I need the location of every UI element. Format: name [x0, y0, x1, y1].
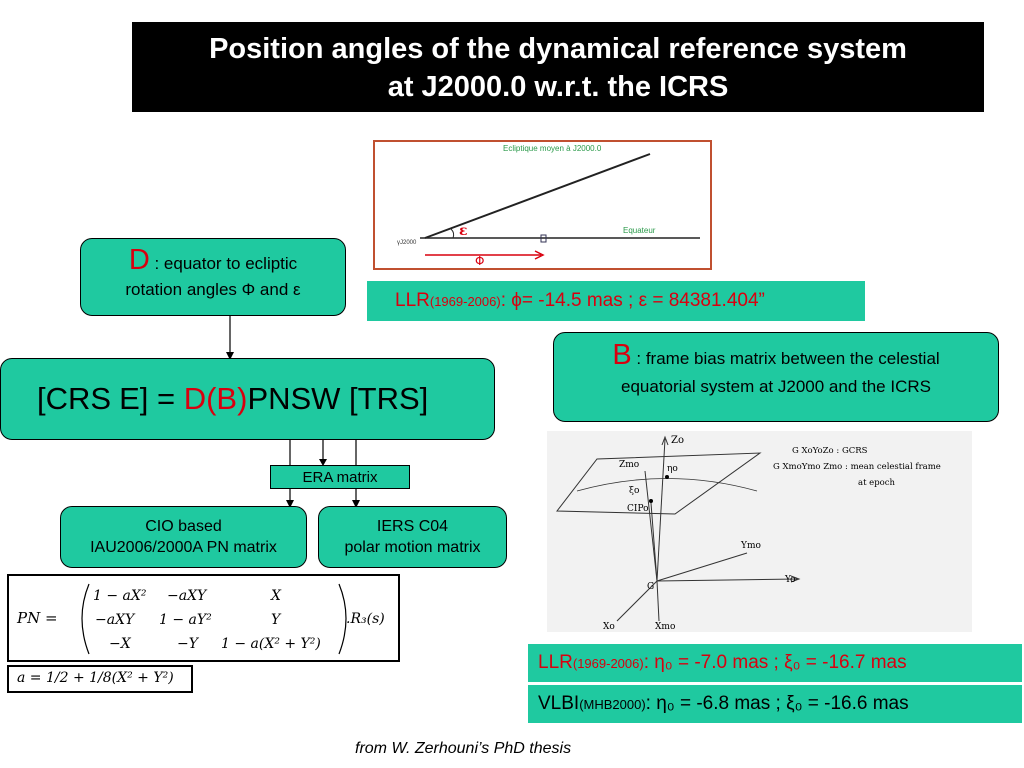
phi-arrowhead	[534, 250, 545, 260]
matrix-right-paren	[338, 583, 347, 655]
eq-gap: E] =	[119, 381, 176, 416]
xo-axis	[616, 580, 658, 622]
tilted-plane	[556, 452, 762, 515]
pn-matrix-svg: PN = 1 − aX² −aXY X −aXY 1 − aY² Y −X −Y…	[16, 583, 385, 655]
d-matrix-box: D : equator to ecliptic rotation angles …	[80, 238, 346, 316]
b-line-1: B : frame bias matrix between the celest…	[554, 341, 998, 373]
zmo-label: Zmo	[619, 460, 639, 470]
cip-point	[649, 499, 653, 503]
vlbi-text: : η₀ = -6.8 mas ; ξ₀ = -16.6 mas	[645, 693, 909, 714]
ymo-label: Ymo	[740, 541, 761, 551]
llr-prefix: LLR	[395, 290, 430, 311]
epsilon-arc	[450, 228, 455, 239]
vernal-label: γJ2000	[397, 240, 417, 246]
g-label: G	[647, 582, 654, 592]
d-line-1: D : equator to ecliptic	[81, 244, 345, 277]
era-matrix-label: ERA matrix	[270, 465, 410, 489]
yo-arrowhead	[790, 575, 801, 583]
a-formula: a = 1/2 + 1/8(X² + Y²)	[7, 665, 193, 693]
iers-line-1: IERS C04	[376, 518, 449, 535]
legend-gcrs: G XoYoZo : GCRS	[792, 446, 868, 456]
eq-left: [CRS	[37, 381, 112, 416]
m-r1c3: X	[270, 588, 282, 604]
ecliptic-diagram: Ecliptique moyen à J2000.0 Equateur γJ20…	[397, 144, 700, 268]
yo-axis	[656, 578, 798, 582]
plane-arc	[576, 478, 758, 492]
epsilon-label: ε	[459, 223, 468, 239]
zo-axis	[656, 438, 666, 582]
m-r3c3: 1 − a(X² + Y²)	[221, 636, 321, 652]
vlbi-bias-values: VLBI(MHB2000): η₀ = -6.8 mas ; ξ₀ = -16.…	[528, 685, 1022, 723]
b-line-2: equatorial system at J2000 and the ICRS	[621, 377, 931, 396]
d-description: : equator to ecliptic	[149, 254, 298, 273]
d-line-2: rotation angles Φ and ε	[125, 280, 301, 299]
eta-point	[665, 475, 669, 479]
cip-axis	[650, 502, 658, 582]
ymo-axis	[656, 552, 748, 582]
node-marker	[540, 234, 547, 243]
slide-title: Position angles of the dynamical referen…	[132, 22, 984, 112]
xo-label: Xo	[603, 622, 615, 632]
arrow-cio-head	[286, 500, 294, 508]
xmo-axis	[656, 580, 660, 622]
zo-label: Zo	[671, 435, 684, 446]
ecliptic-label: Ecliptique moyen à J2000.0	[503, 144, 602, 153]
xi-label: ξo	[629, 486, 639, 496]
llr2-period: (1969-2006)	[572, 656, 644, 671]
cio-pn-box: CIO based IAU2006/2000A PN matrix	[60, 506, 307, 568]
cip-label: CIPo	[627, 504, 649, 514]
llr-ecliptic-text: : ϕ= -14.5 mas ; ε = 84381.404”	[500, 290, 765, 311]
llr2-prefix: LLR	[538, 652, 573, 673]
celestial-frame-figure: Zo Zmo ηo ξo CIPo Ymo Yo G Xo Xmo G XoYo…	[547, 431, 972, 632]
m-r1c1: 1 − aX²	[93, 588, 147, 604]
vlbi-prefix: VLBI	[538, 693, 580, 714]
title-line-2: at J2000.0 w.r.t. the ICRS	[387, 71, 729, 103]
llr-bias-values: LLR(1969-2006): η₀ = -7.0 mas ; ξ₀ = -16…	[528, 644, 1022, 682]
arrow-era-head	[319, 459, 327, 466]
legend-mean-frame: G XmoYmo Zmo : mean celestial frame	[773, 462, 941, 472]
m-r3c1: −X	[109, 636, 132, 652]
eq-db: D(B)	[183, 381, 248, 416]
llr-period: (1969-2006)	[429, 294, 501, 309]
legend-epoch: at epoch	[858, 478, 896, 488]
arrow-iers-head	[352, 500, 360, 508]
llr2-text: : η₀ = -7.0 mas ; ξ₀ = -16.7 mas	[643, 652, 907, 673]
m-r2c1: −aXY	[95, 612, 136, 628]
m-r2c3: Y	[271, 612, 282, 628]
source-credit: from W. Zerhouni’s PhD thesis	[355, 740, 572, 757]
title-line-1: Position angles of the dynamical referen…	[209, 33, 907, 65]
arrow-d-head	[226, 352, 234, 360]
pn-matrix-formula: PN = 1 − aX² −aXY X −aXY 1 − aY² Y −X −Y…	[7, 574, 400, 662]
pn-lhs: PN =	[16, 609, 58, 627]
zo-arrowhead	[661, 435, 669, 446]
eta-label: ηo	[667, 464, 678, 474]
m-r2c2: 1 − aY²	[159, 612, 212, 628]
ecliptic-line	[424, 153, 651, 239]
llr-ecliptic-values: LLR(1969-2006): ϕ= -14.5 mas ; ε = 84381…	[367, 281, 865, 321]
d-letter: D	[128, 244, 150, 276]
iers-line-2: polar motion matrix	[344, 539, 481, 556]
iers-polar-box: IERS C04 polar motion matrix	[318, 506, 507, 568]
m-r3c2: −Y	[177, 636, 200, 652]
eq-right: PNSW [TRS]	[247, 381, 429, 416]
b-matrix-box: B : frame bias matrix between the celest…	[553, 332, 999, 422]
cio-line-2: IAU2006/2000A PN matrix	[90, 539, 277, 556]
xmo-label: Xmo	[655, 622, 675, 632]
pn-rhs: .R₃(s)	[346, 611, 385, 627]
yo-label: Yo	[784, 575, 796, 585]
equator-label: Equateur	[623, 226, 656, 235]
celestial-frame-diagram: Zo Zmo ηo ξo CIPo Ymo Yo G Xo Xmo G XoYo…	[556, 435, 941, 632]
b-letter: B	[612, 339, 632, 371]
vlbi-period: (MHB2000)	[579, 697, 646, 712]
matrix-left-paren	[81, 583, 90, 655]
m-r1c2: −aXY	[167, 588, 208, 604]
b-description: : frame bias matrix between the celestia…	[631, 349, 940, 368]
cio-line-1: CIO based	[145, 518, 222, 535]
ecliptic-figure: Ecliptique moyen à J2000.0 Equateur γJ20…	[373, 140, 712, 270]
phi-label: Φ	[475, 254, 484, 268]
zmo-axis	[644, 470, 658, 582]
